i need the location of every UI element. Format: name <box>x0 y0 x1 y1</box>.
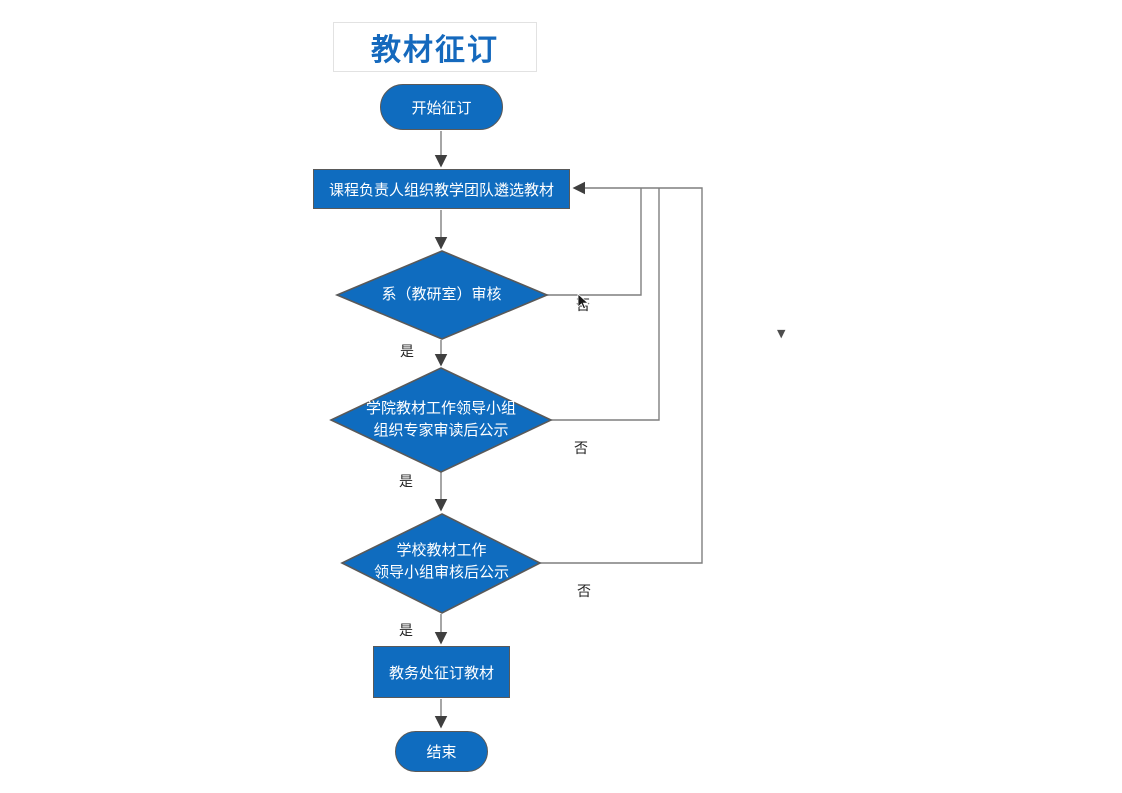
node-decision-dept-review[interactable] <box>334 250 550 340</box>
node-select-label: 课程负责人组织教学团队遴选教材 <box>328 182 554 199</box>
node-decision-school-review[interactable] <box>340 513 542 614</box>
connector-school-review-no-return <box>540 181 703 564</box>
scroll-down-indicator-icon[interactable]: ▼ <box>777 327 786 340</box>
college-review-label: 学院教材工作领导小组 组织专家审读后公示 <box>331 397 551 443</box>
school-review-label: 学校教材工作 领导小组审核后公示 <box>341 539 542 585</box>
node-order-label: 教务处征订教材 <box>388 665 494 682</box>
mouse-cursor-icon <box>577 293 590 310</box>
node-decision-college-review[interactable] <box>329 367 553 473</box>
dept-review-label: 系（教研室）审核 <box>341 286 542 304</box>
edge-label-yes-2: 是 <box>399 475 413 490</box>
page-title: 教材征订 <box>371 34 499 67</box>
college-review-label-line2: 组织专家审读后公示 <box>373 423 509 439</box>
connector-college-review-no <box>551 188 660 421</box>
edge-label-no-3: 否 <box>577 585 591 600</box>
dept-review-label-text: 系（教研室）审核 <box>381 287 502 303</box>
node-end-terminator[interactable]: 结束 <box>395 731 488 772</box>
node-process-select-textbooks[interactable]: 课程负责人组织教学团队遴选教材 <box>313 169 570 209</box>
node-start-terminator[interactable]: 开始征订 <box>380 84 503 130</box>
node-end-label: 结束 <box>426 745 457 761</box>
school-review-label-line2: 领导小组审核后公示 <box>373 565 509 581</box>
edge-label-yes-1: 是 <box>400 345 414 360</box>
college-review-label-line1: 学院教材工作领导小组 <box>365 401 516 417</box>
school-review-label-line1: 学校教材工作 <box>396 543 487 559</box>
edge-label-no-2: 否 <box>574 442 588 457</box>
node-process-order-textbooks[interactable]: 教务处征订教材 <box>373 646 510 698</box>
node-start-label: 开始征订 <box>411 100 472 117</box>
title-box: 教材征订 <box>333 22 537 72</box>
edge-label-yes-3: 是 <box>399 624 413 639</box>
